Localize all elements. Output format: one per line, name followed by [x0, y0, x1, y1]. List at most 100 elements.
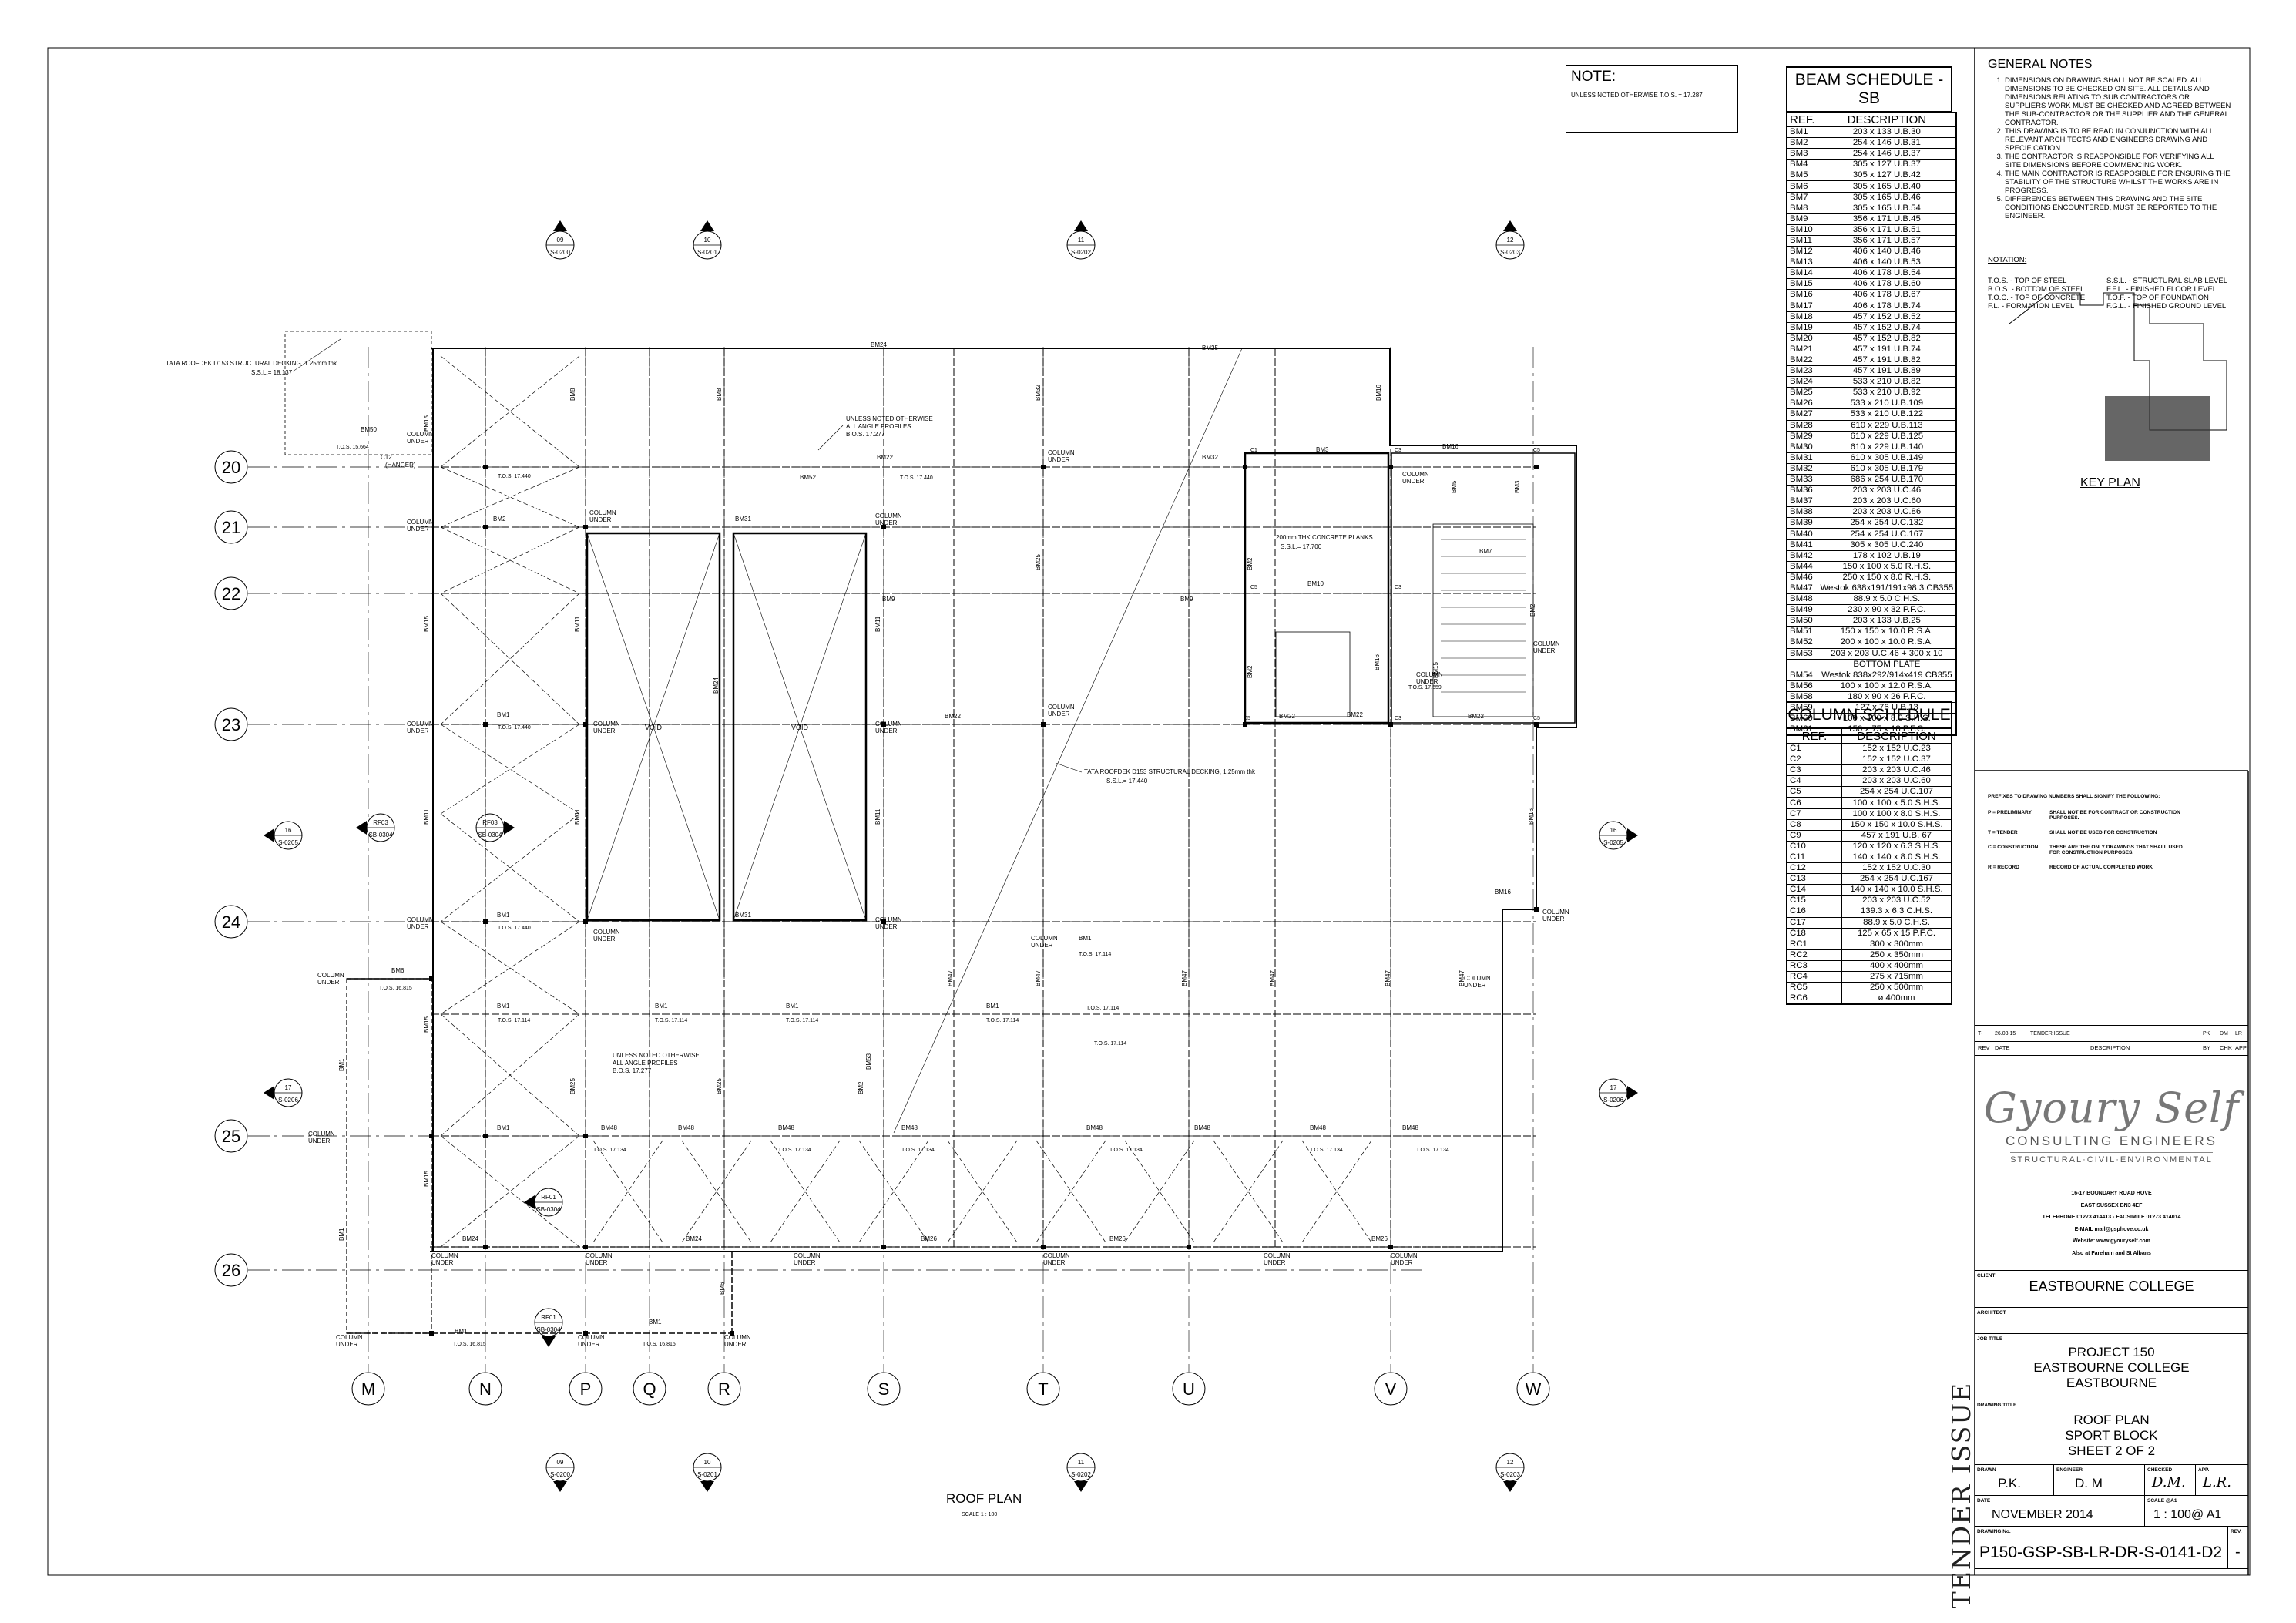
beam-description: 406 x 178 U.B.54: [1817, 267, 1957, 280]
tos-label: T.O.S. 17.134: [593, 1148, 626, 1153]
beam-ref: BM23: [1786, 365, 1818, 378]
lower-extension: [346, 978, 432, 1334]
bracing: [440, 355, 580, 468]
column-marker: [1388, 1245, 1393, 1249]
grid-bubble-col: [468, 1372, 502, 1406]
grid-bubble-row: [214, 576, 248, 610]
column-under-label: UNDER: [336, 1341, 358, 1348]
tos-label: T.O.S. 17.134: [1310, 1148, 1343, 1153]
beam-description: 254 x 146 U.B.31: [1817, 137, 1957, 150]
grid-label-row: 21: [222, 518, 240, 537]
beam-label: BM52: [800, 474, 816, 481]
column-under-label: UNDER: [308, 1137, 331, 1144]
grid-bubble-row: [214, 1119, 248, 1153]
architect-row: ARCHITECT: [1975, 1307, 2248, 1334]
rev-label: REV.: [2231, 1529, 2242, 1534]
column-marker: [483, 465, 488, 469]
column-ref: C5: [1786, 786, 1842, 798]
section-ref: S-0203: [1500, 249, 1520, 256]
column-under-label: UNDER: [593, 936, 616, 943]
beam-label: BM15: [423, 616, 430, 632]
tender-issue-stamp: TENDER ISSUE: [1946, 1381, 1976, 1609]
beam-description: 457 x 152 U.B.52: [1817, 311, 1957, 323]
column-under-label: UNDER: [1048, 711, 1070, 717]
prefix-meaning: SHALL NOT BE FOR CONTRACT OR CONSTRUCTIO…: [2049, 810, 2180, 821]
void-label: VOID: [645, 724, 663, 731]
tos-label: T.O.S. 15.664: [336, 445, 369, 450]
beam-ref: BM54: [1786, 669, 1818, 681]
column-ref: C15: [1786, 895, 1842, 907]
beam-label: BM53: [865, 1053, 872, 1070]
company-email: E-MAIL mail@gsphove.co.uk: [2074, 1226, 2149, 1232]
beam-description: 203 x 203 U.C.60: [1817, 496, 1957, 508]
engineer-value: D. M: [2075, 1476, 2103, 1490]
section-number: 09: [557, 1459, 564, 1466]
column-description: 100 x 100 x 8.0 S.H.S.: [1841, 808, 1952, 820]
column-under-label: UNDER: [407, 727, 429, 734]
column-description: 152 x 152 U.C.37: [1841, 754, 1952, 766]
column-under-label: COLUMN: [431, 1252, 458, 1259]
column-ref: C14: [1786, 884, 1842, 896]
tos-label: T.O.S. 17.114: [498, 1018, 530, 1023]
column-description: 140 x 140 x 8.0 S.H.S.: [1841, 851, 1952, 864]
column-ref-label: C5: [1533, 448, 1540, 453]
beam-ref: BM44: [1786, 560, 1818, 573]
beam-description: 203 x 203 U.C.46 + 300 x 10: [1817, 647, 1957, 660]
beam-label: BM48: [901, 1124, 918, 1131]
void-cross: [733, 533, 867, 921]
column-marker: [1243, 722, 1247, 727]
beam-description: 533 x 210 U.B.82: [1817, 376, 1957, 388]
beam-description: 254 x 254 U.C.167: [1817, 528, 1957, 540]
bracing: [440, 813, 580, 922]
note-box: NOTE: UNLESS NOTED OTHERWISE T.O.S. = 17…: [1566, 65, 1738, 133]
prefixes-title: PREFIXES TO DRAWING NUMBERS SHALL SIGNIF…: [1988, 794, 2160, 799]
column-marker: [1041, 722, 1046, 727]
column-ref-label: C3: [1395, 448, 1401, 453]
tos-label: T.O.S. 17.114: [1094, 1041, 1126, 1047]
beam-label: BM26: [1109, 1235, 1126, 1242]
tos-label: T.O.S. 17.114: [1086, 1006, 1119, 1011]
column-ref: C2: [1786, 754, 1842, 766]
beam-ref: BM1: [1786, 126, 1818, 139]
beam-label: BM8: [569, 388, 576, 401]
column-under-label: COLUMN: [1264, 1252, 1291, 1259]
prefix-meaning: RECORD OF ACTUAL COMPLETED WORK: [2049, 865, 2153, 870]
stair-box: [1391, 452, 1576, 724]
beam-label: BM24: [686, 1235, 702, 1242]
beam-ref: BM38: [1786, 506, 1818, 519]
bracing: [440, 921, 580, 1015]
general-note-item: THE CONTRACTOR IS REASPONSIBLE FOR VERIF…: [2005, 153, 2231, 170]
section-ref: S-0202: [1071, 249, 1091, 256]
column-under-label: COLUMN: [593, 929, 620, 936]
tos-label: T.O.S. 17.440: [498, 474, 531, 479]
drawing-number: P150-GSP-SB-LR-DR-S-0141-D2: [1979, 1544, 2223, 1561]
beam-ref: BM26: [1786, 398, 1818, 410]
beam-label: BM25: [569, 1078, 576, 1094]
client-row: CLIENT EASTBOURNE COLLEGE: [1975, 1270, 2248, 1308]
prefix-code: C = CONSTRUCTION: [1988, 845, 2039, 850]
section-arrow: [1503, 220, 1517, 231]
column-under-label: UNDER: [578, 1341, 600, 1348]
section-number: 11: [1078, 237, 1085, 244]
column-ref-label: C3: [1395, 716, 1401, 721]
revision-cell: 26.03.15: [1995, 1031, 2016, 1037]
revision-cell: PK: [2203, 1031, 2210, 1037]
grid-bubble-col: [633, 1372, 666, 1406]
column-schedule-title: COLUMN SCHEDULE: [1786, 701, 1952, 728]
column-description: 150 x 150 x 10.0 S.H.S.: [1841, 818, 1952, 831]
grid-bubble-col: [569, 1372, 603, 1406]
